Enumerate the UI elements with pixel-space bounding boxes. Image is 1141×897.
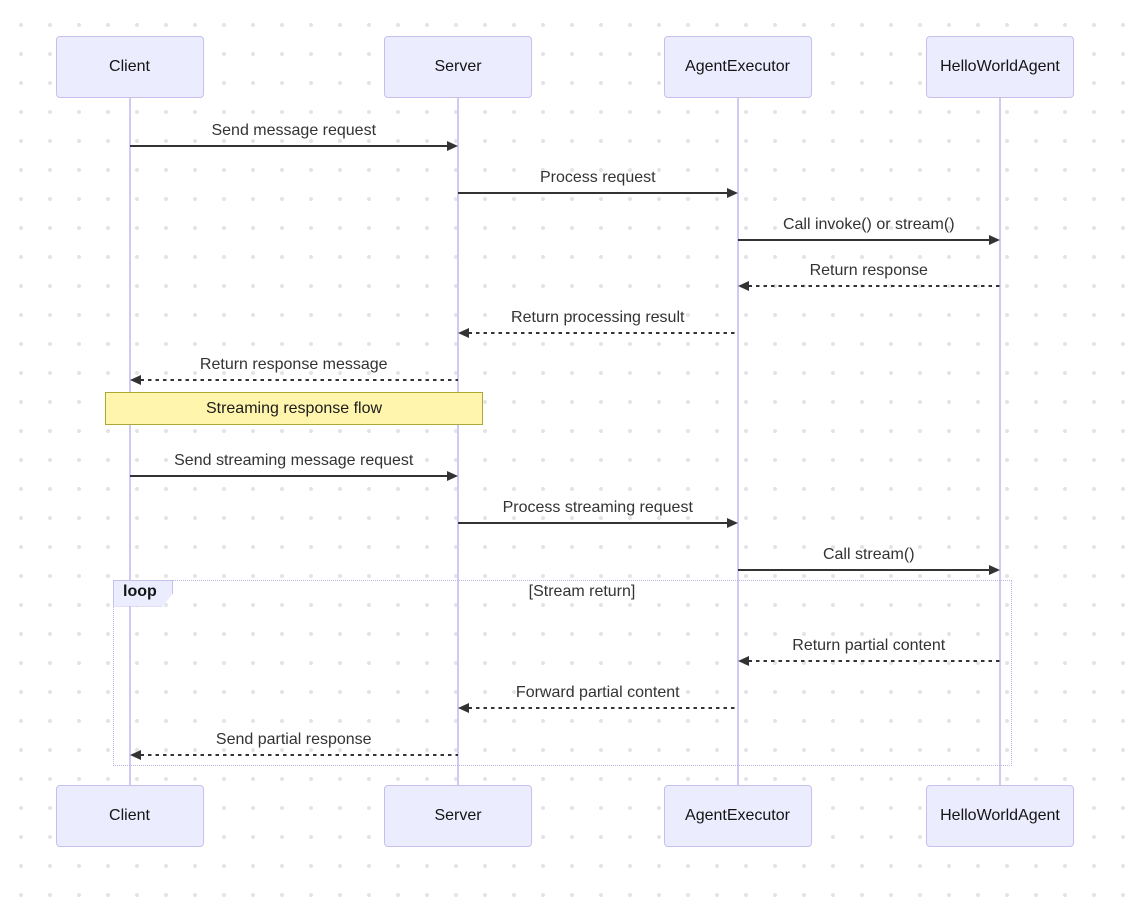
message-line [129,475,455,478]
arrowhead-icon [737,656,749,667]
arrowhead-icon [447,141,458,151]
message-line [461,332,738,335]
lifeline-server [457,98,459,785]
message-label: Return response [809,262,928,280]
message-line [458,522,735,525]
message-label: Send streaming message request [174,452,414,470]
lifeline-client [128,98,131,785]
message-line [737,569,997,571]
loop-condition: [Stream return] [528,583,636,600]
message-line [129,145,455,147]
arrowhead-icon [989,565,1000,575]
actor-box-agentexecutor-top: AgentExecutor [663,36,812,98]
message-label: Return processing result [511,309,685,327]
message-label: Call stream() [822,546,915,563]
message-line [740,285,1000,288]
lifeline-agentexecutor [736,98,739,785]
message-line [132,753,458,756]
actor-box-client-top: Client [55,36,204,98]
message-label: Send message request [211,122,377,139]
message-line [737,238,997,241]
actor-box-server-top: Server [384,36,532,98]
actor-box-agentexecutor-bottom: AgentExecutor [663,785,812,847]
message-line [458,191,735,194]
message-label: Return response message [199,356,388,373]
loop-label: loop [113,579,173,607]
message-label: Send partial response [215,730,372,748]
arrowhead-icon [737,281,749,292]
arrowhead-icon [458,703,469,714]
arrowhead-icon [989,234,1000,245]
message-line [132,379,458,381]
arrowhead-icon [726,518,738,529]
message-line [461,707,738,710]
message-label: Return partial content [792,637,946,655]
arrowhead-icon [458,328,469,339]
actor-box-helloworldagent-top: HelloWorldAgent [926,36,1074,98]
arrowhead-icon [129,375,141,385]
message-label: Process request [539,168,656,186]
arrowhead-icon [447,471,458,482]
note-box: Streaming response flow [105,392,483,425]
message-label: Process streaming request [502,499,693,517]
message-label: Forward partial content [515,684,680,702]
arrowhead-icon [726,187,738,198]
actor-box-helloworldagent-bottom: HelloWorldAgent [926,785,1074,847]
message-label: Call invoke() or stream() [782,215,955,233]
lifeline-helloworldagent [999,98,1001,785]
actor-box-client-bottom: Client [55,785,204,847]
loop-frame [113,579,1012,766]
arrowhead-icon [129,749,141,760]
actor-box-server-bottom: Server [384,785,532,847]
message-line [740,660,1000,663]
